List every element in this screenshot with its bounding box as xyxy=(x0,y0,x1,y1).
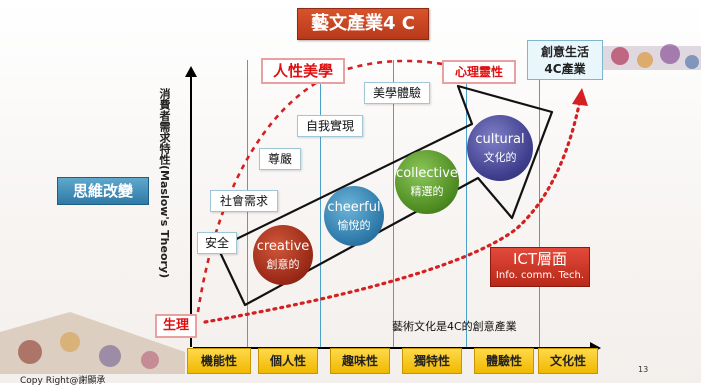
humanity-aesthetics-label: 人性美學 xyxy=(261,58,345,84)
need-social: 社會需求 xyxy=(210,190,278,212)
bottom-left-decoration xyxy=(0,312,185,374)
page-title: 藝文產業4 C xyxy=(297,8,429,40)
ict-subtitle: Info. comm. Tech. xyxy=(495,270,585,281)
y-axis-arrowhead xyxy=(185,66,197,77)
category-functionality: 機能性 xyxy=(187,348,251,374)
category-culture: 文化性 xyxy=(538,348,598,374)
circle-collective: collective 精選的 xyxy=(395,150,459,214)
grid-line-5 xyxy=(539,60,540,347)
grid-line-2 xyxy=(320,60,321,347)
circle-creative-en: creative xyxy=(256,238,310,254)
x-axis xyxy=(193,347,592,349)
top-right-decoration xyxy=(600,44,701,70)
ict-level-box: ICT層面 Info. comm. Tech. xyxy=(490,247,590,287)
circle-cultural-zh: 文化的 xyxy=(483,150,517,164)
category-individuality: 個人性 xyxy=(258,348,318,374)
page-number: 13 xyxy=(638,365,649,374)
circle-creative: creative 創意的 xyxy=(253,225,313,285)
circle-creative-zh: 創意的 xyxy=(266,257,300,271)
creative-life-line1: 創意生活 xyxy=(540,45,589,59)
creative-life-box: 創意生活 4C產業 xyxy=(527,40,603,80)
copyright-text: Copy Right@謝顯承 xyxy=(20,376,106,386)
mindset-change-label: 思維改變 xyxy=(57,177,149,205)
circle-cheerful-en: cheerful xyxy=(327,199,381,215)
circle-collective-en: collective xyxy=(396,165,458,181)
circle-cultural-en: cultural xyxy=(475,131,525,147)
grid-line-3 xyxy=(393,60,394,347)
ict-title: ICT層面 xyxy=(512,250,568,268)
x-axis-caption: 藝術文化是4C的創意產業 xyxy=(392,320,517,333)
need-self-actualization: 自我實現 xyxy=(297,115,363,137)
physiological-label: 生理 xyxy=(155,314,197,338)
y-axis xyxy=(190,75,192,347)
category-uniqueness: 獨特性 xyxy=(402,348,462,374)
creative-life-line2: 4C產業 xyxy=(544,62,586,76)
circle-cheerful-zh: 愉悅的 xyxy=(337,218,371,232)
grid-line-4 xyxy=(466,60,467,347)
need-aesthetic-experience: 美學體驗 xyxy=(364,82,430,104)
need-esteem: 尊嚴 xyxy=(259,148,301,170)
category-experience: 體驗性 xyxy=(474,348,534,374)
circle-collective-zh: 精選的 xyxy=(410,184,444,198)
need-safety: 安全 xyxy=(197,232,237,254)
y-axis-label: 消費者需求特性(Maslow's Theory) xyxy=(158,88,171,279)
circle-cultural: cultural 文化的 xyxy=(467,115,533,181)
category-interest: 趣味性 xyxy=(330,348,390,374)
spiritual-label: 心理靈性 xyxy=(442,60,516,84)
circle-cheerful: cheerful 愉悅的 xyxy=(324,186,384,246)
